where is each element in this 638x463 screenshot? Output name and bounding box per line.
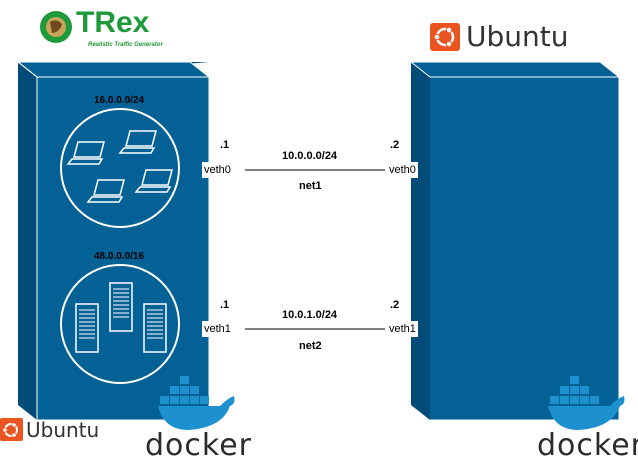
right-box-face bbox=[410, 61, 620, 421]
net1-subnet-label: 10.0.0.0/24 bbox=[282, 150, 338, 162]
right-box-side bbox=[411, 62, 430, 420]
server-network-circle bbox=[60, 264, 180, 384]
left-box-side bbox=[18, 62, 37, 420]
net1-right-host-label: .2 bbox=[390, 139, 400, 151]
trex-logo-icon bbox=[40, 11, 72, 43]
net2-left-host-label: .1 bbox=[220, 299, 230, 311]
right-veth1-port: veth1 bbox=[387, 321, 418, 337]
laptop-icon bbox=[66, 141, 105, 165]
docker-logo-left-text: docker bbox=[145, 428, 252, 463]
ubuntu-logo-bottom-text: Ubuntu bbox=[26, 418, 100, 442]
net2-subnet-label: 10.0.1.0/24 bbox=[282, 309, 338, 321]
laptop-icon bbox=[134, 169, 173, 193]
net2-name-label: net2 bbox=[299, 340, 322, 352]
server-icon bbox=[109, 282, 133, 332]
ubuntu-logo-top-text: Ubuntu bbox=[466, 20, 569, 53]
left-veth0-port: veth0 bbox=[202, 162, 233, 178]
left-box-face bbox=[16, 61, 210, 421]
net2-right-host-label: .2 bbox=[390, 299, 400, 311]
right-veth0-port: veth0 bbox=[387, 162, 418, 178]
docker-logo-right-text: docker bbox=[537, 428, 638, 463]
trex-logo-title: TRex bbox=[76, 6, 150, 39]
ubuntu-logo-icon bbox=[430, 23, 460, 51]
server-subnet-label: 48.0.0.0/16 bbox=[94, 251, 145, 262]
net1-left-host-label: .1 bbox=[220, 139, 230, 151]
trex-logo-subtitle: Realistic Traffic Generator bbox=[88, 42, 163, 48]
client-subnet-label: 16.0.0.0/24 bbox=[94, 95, 145, 106]
left-veth1-port: veth1 bbox=[202, 321, 233, 337]
laptop-icon bbox=[118, 130, 157, 154]
laptop-icon bbox=[86, 179, 125, 203]
docker-whale-icon bbox=[548, 376, 625, 430]
server-icon bbox=[75, 303, 99, 353]
ubuntu-logo-icon bbox=[0, 418, 23, 441]
right-container-box bbox=[410, 61, 620, 421]
net1-name-label: net1 bbox=[299, 180, 322, 192]
left-container-box bbox=[16, 61, 210, 421]
server-icon bbox=[143, 303, 167, 353]
docker-whale-icon bbox=[158, 376, 235, 430]
client-network-circle bbox=[60, 108, 180, 228]
